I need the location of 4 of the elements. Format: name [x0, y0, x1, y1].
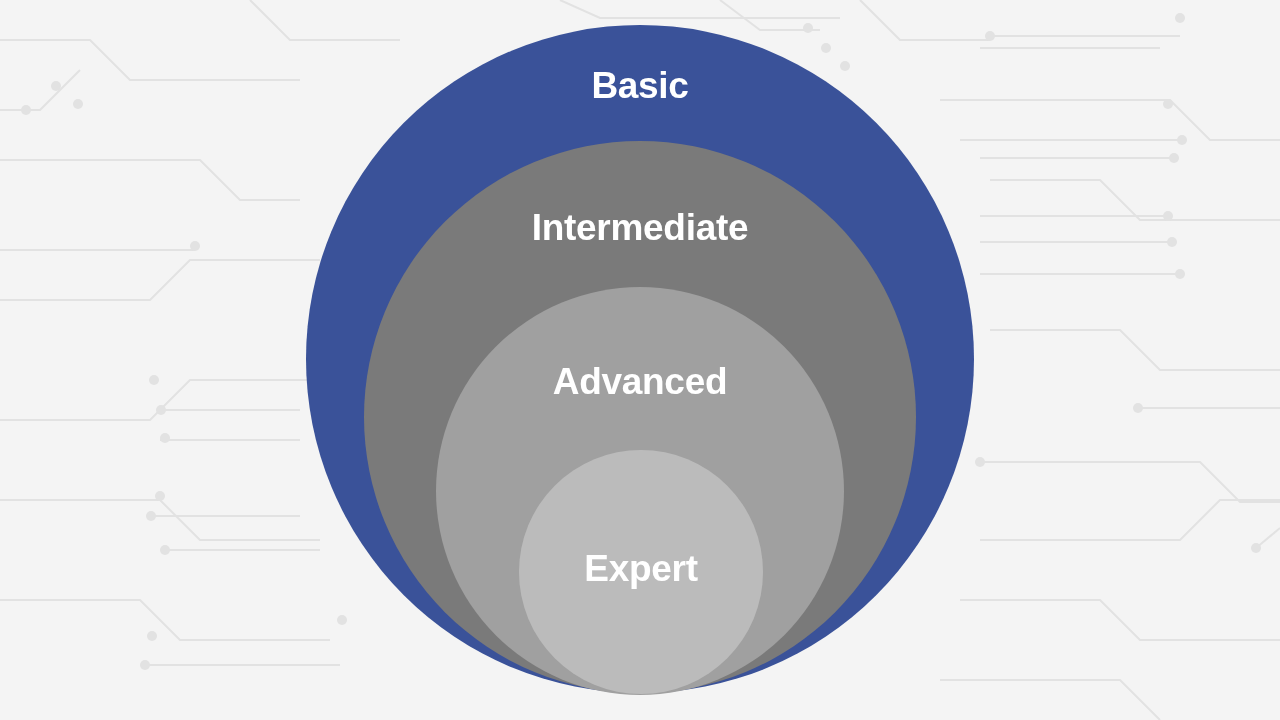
level-label: Basic: [591, 66, 689, 104]
level-label: Expert: [584, 549, 698, 587]
level-label: Advanced: [552, 362, 728, 400]
level-label: Intermediate: [531, 208, 749, 246]
